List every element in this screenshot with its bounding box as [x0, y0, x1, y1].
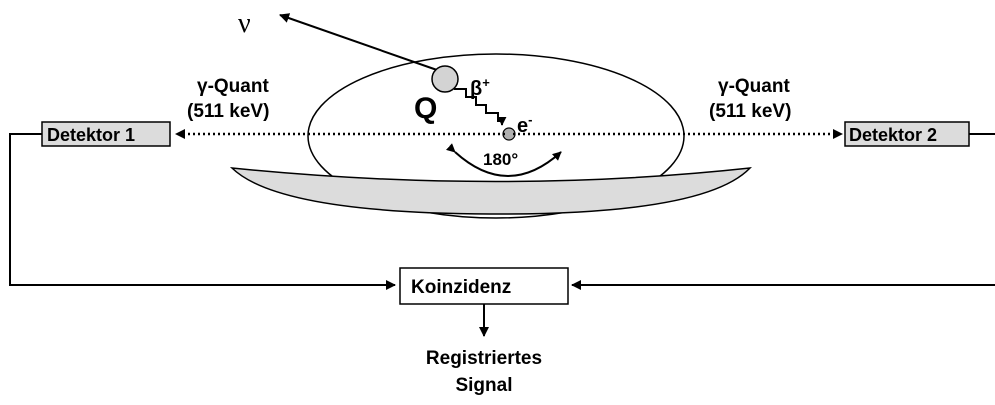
coincidence-label: Koinzidenz [411, 277, 511, 298]
detector-1-box [41, 121, 171, 147]
angle-arc [445, 143, 562, 177]
coincidence-box [399, 267, 569, 305]
positron-label: β+ [470, 75, 490, 100]
body-ellipse [307, 53, 685, 219]
gamma-right-name: γ-Quant [718, 76, 790, 97]
wire-left [9, 133, 396, 290]
detector-2-label: Detektor 2 [849, 125, 937, 145]
neutrino-label: ν [238, 8, 251, 39]
angle-label: 180° [483, 150, 518, 169]
nucleus-label: Q [414, 92, 437, 125]
gamma-left-name: γ-Quant [197, 76, 269, 97]
output-label-line1: Registriertes [426, 348, 542, 369]
detector-1-label: Detektor 1 [47, 125, 135, 145]
gamma-left-energy: (511 keV) [187, 101, 269, 122]
positron-path [454, 88, 507, 126]
detector-2-box [844, 121, 970, 147]
nucleus-circle [431, 65, 459, 93]
output-label-line2: Signal [455, 375, 512, 396]
electron-label: e- [517, 112, 532, 137]
gamma-right-energy: (511 keV) [709, 101, 791, 122]
patient-table [229, 167, 752, 215]
neutrino-arrow [279, 13, 438, 71]
